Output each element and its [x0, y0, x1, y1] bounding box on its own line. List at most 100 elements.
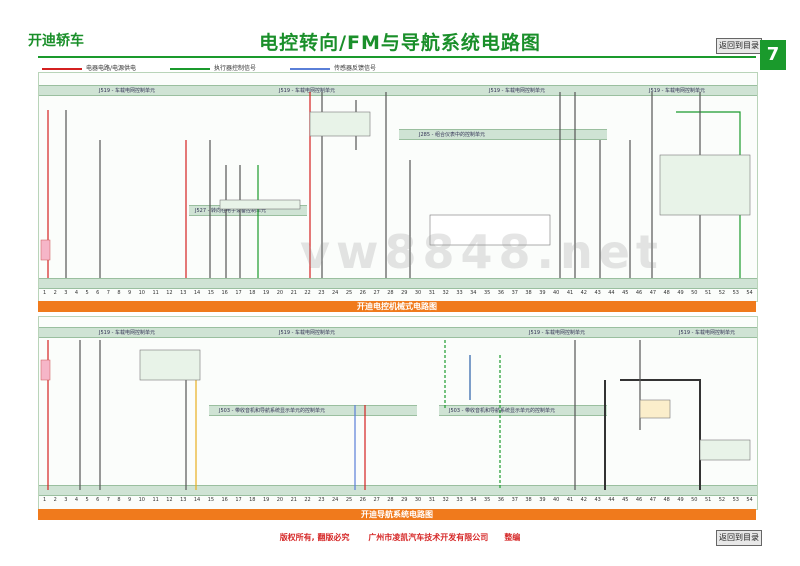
upper-pin-4: 4 — [74, 290, 79, 296]
lower-heavy-wire — [620, 379, 701, 490]
lower-pin-4: 4 — [74, 497, 79, 503]
legend-item-power: 电器电路/电源供电 — [42, 63, 136, 72]
upper-pin-35: 35 — [483, 290, 491, 296]
lower-pin-19: 19 — [262, 497, 270, 503]
upper-pin-9: 9 — [128, 290, 132, 296]
upper-fuse-block — [40, 239, 51, 261]
lower-pin-3: 3 — [64, 497, 68, 503]
upper-note-box — [429, 214, 551, 246]
legend-label-actuator: 执行器控制信号 — [214, 65, 257, 72]
upper-bus-label-2: J519 - 车载电网控制单元 — [279, 88, 336, 94]
upper-pin-12: 12 — [166, 290, 173, 296]
upper-bus-label-1: J519 - 车载电网控制单元 — [99, 88, 156, 94]
header-divider — [38, 56, 756, 58]
upper-pin-52: 52 — [718, 290, 726, 296]
lower-bus-label-4: J519 - 车载电网控制单元 — [679, 330, 736, 336]
upper-pin-49: 49 — [677, 290, 684, 296]
upper-pin-22: 22 — [304, 290, 311, 296]
lower-bus-label-2: J519 - 车载电网控制单元 — [279, 330, 336, 336]
upper-pin-37: 37 — [511, 290, 518, 296]
lower-pin-41: 41 — [566, 497, 574, 503]
upper-pin-17: 17 — [235, 290, 242, 296]
lower-inner-bus-label-1: J503 - 带收音机和导航系统显示单元的控制单元 — [219, 408, 326, 414]
lower-pin-46: 46 — [635, 497, 643, 503]
footer-rights: 版权所有, 翻版必究 — [279, 533, 350, 542]
lower-bus-bottom — [39, 485, 757, 496]
lower-pin-12: 12 — [166, 497, 173, 503]
upper-pin-11: 11 — [152, 290, 159, 296]
page-number-badge: 7 — [760, 40, 786, 70]
upper-pin-47: 47 — [649, 290, 657, 296]
lower-pin-18: 18 — [249, 497, 256, 503]
lower-pin-5: 5 — [85, 497, 89, 503]
upper-pin-10: 10 — [138, 290, 145, 296]
upper-bus-label-3: J519 - 车载电网控制单元 — [489, 88, 546, 94]
upper-pin-18: 18 — [249, 290, 256, 296]
lower-pin-34: 34 — [470, 497, 477, 503]
lower-pin-53: 53 — [732, 497, 739, 503]
lower-section-title: 开迪导航系统电路图 — [38, 509, 756, 520]
upper-pin-29: 29 — [401, 290, 408, 296]
upper-bus-top: J519 - 车载电网控制单元 J519 - 车载电网控制单元 J519 - 车… — [39, 85, 757, 96]
lower-pin-35: 35 — [483, 497, 491, 503]
lower-pin-22: 22 — [304, 497, 311, 503]
lower-pin-47: 47 — [649, 497, 657, 503]
lower-pin-14: 14 — [193, 497, 201, 503]
lower-pin-9: 9 — [128, 497, 132, 503]
upper-pin-6: 6 — [96, 290, 100, 296]
upper-pin-27: 27 — [373, 290, 380, 296]
lower-pin-7: 7 — [106, 497, 110, 503]
lower-bus-label-1: J519 - 车载电网控制单元 — [99, 330, 156, 336]
upper-pin-23: 23 — [318, 290, 325, 296]
upper-pin-44: 44 — [608, 290, 615, 296]
lower-pin-51: 51 — [704, 497, 712, 503]
upper-inner-bus-label-1: J285 - 组合仪表中的控制单元 — [419, 132, 486, 138]
lower-pin-40: 40 — [553, 497, 560, 503]
lower-bus-top: J519 - 车载电网控制单元 J519 - 车载电网控制单元 J519 - 车… — [39, 327, 757, 338]
legend-swatch-power — [42, 67, 82, 70]
upper-pin-14: 14 — [193, 290, 201, 296]
lower-pin-36: 36 — [497, 497, 505, 503]
upper-pin-46: 46 — [635, 290, 643, 296]
footer-compiled: 整编 — [504, 533, 521, 542]
upper-pin-33: 33 — [456, 290, 463, 296]
upper-pin-16: 16 — [221, 290, 228, 296]
upper-pin-13: 13 — [180, 290, 187, 296]
upper-pin-19: 19 — [262, 290, 270, 296]
upper-pin-26: 26 — [359, 290, 366, 296]
lower-pin-49: 49 — [677, 497, 684, 503]
lower-pin-39: 39 — [539, 497, 546, 503]
back-to-contents-button-bottom[interactable]: 返回到目录 — [716, 530, 762, 546]
page-title: 电控转向/FM与导航系统电路图 — [259, 32, 541, 54]
upper-pin-15: 15 — [207, 290, 215, 296]
lower-pin-33: 33 — [456, 497, 463, 503]
upper-pin-1: 1 — [43, 290, 47, 296]
upper-pin-39: 39 — [539, 290, 546, 296]
legend-label-power: 电器电路/电源供电 — [86, 65, 137, 72]
legend-item-actuator: 执行器控制信号 — [170, 63, 256, 72]
upper-pin-48: 48 — [663, 290, 670, 296]
lower-connector-yellow — [639, 399, 671, 419]
upper-pin-31: 31 — [428, 290, 436, 296]
lower-pin-11: 11 — [152, 497, 159, 503]
upper-pin-28: 28 — [387, 290, 394, 296]
upper-pin-21: 21 — [290, 290, 297, 296]
lower-fuse-block — [40, 359, 51, 381]
lower-pin-54: 54 — [746, 497, 753, 503]
lower-pin-21: 21 — [290, 497, 297, 503]
lower-pin-26: 26 — [359, 497, 366, 503]
upper-relay-block — [309, 111, 371, 137]
upper-pin-54: 54 — [746, 290, 753, 296]
legend-swatch-actuator — [170, 67, 210, 70]
lower-inner-bus-2: J503 - 带收音机和导航系统显示单元的控制单元 — [439, 405, 607, 416]
lower-pin-17: 17 — [235, 497, 242, 503]
lower-circuit-panel: J519 - 车载电网控制单元 J519 - 车载电网控制单元 J519 - 车… — [38, 316, 758, 510]
upper-pin-5: 5 — [85, 290, 89, 296]
lower-pin-48: 48 — [663, 497, 670, 503]
upper-pin-32: 32 — [442, 290, 449, 296]
upper-pin-51: 51 — [704, 290, 712, 296]
lower-pin-44: 44 — [608, 497, 615, 503]
lower-pin-52: 52 — [718, 497, 726, 503]
